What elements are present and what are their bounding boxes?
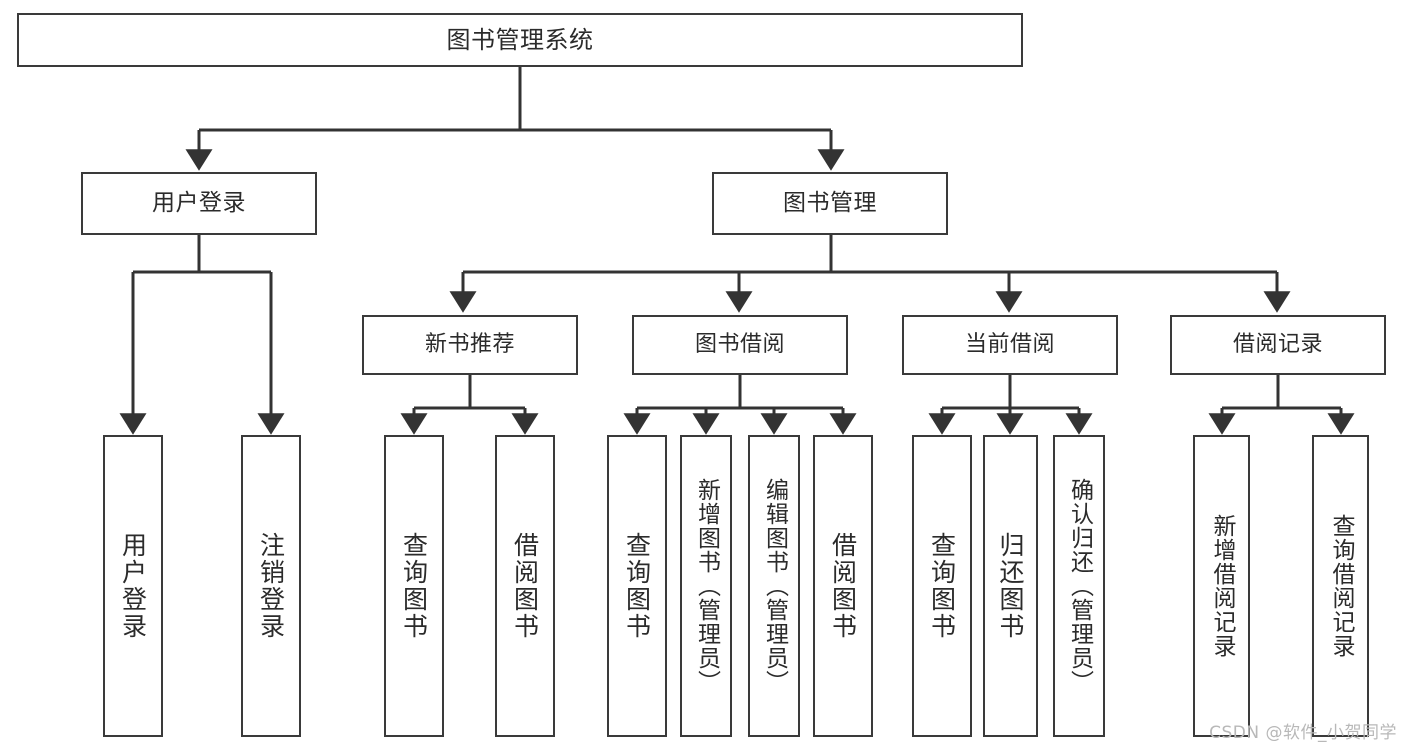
node-label: 查询图书 (399, 532, 429, 640)
node-label: 确认归还（管理员） (1066, 478, 1093, 694)
node-label: 当前借阅 (964, 332, 1055, 358)
leaf-confirm-return-admin[interactable]: 确认归还（管理员） (1053, 435, 1105, 737)
leaf-borrow-book[interactable]: 借阅图书 (813, 435, 873, 737)
leaf-user-login[interactable]: 用户登录 (103, 435, 163, 737)
csdn-watermark: CSDN @软件_小贺同学 (1209, 723, 1397, 743)
node-label: 图书借阅 (694, 332, 785, 358)
node-new-book-recommendation[interactable]: 新书推荐 (362, 315, 578, 375)
node-label: 新增借阅记录 (1209, 514, 1235, 658)
node-label: 图书管理 (783, 189, 877, 216)
leaf-return-book[interactable]: 归还图书 (983, 435, 1038, 737)
node-label: 编辑图书（管理员） (761, 478, 788, 694)
node-user-login[interactable]: 用户登录 (81, 172, 317, 235)
node-book-management[interactable]: 图书管理 (712, 172, 948, 235)
node-label: 用户登录 (152, 189, 246, 216)
node-current-borrowing[interactable]: 当前借阅 (902, 315, 1118, 375)
node-label: 查询图书 (622, 532, 652, 640)
node-label: 借阅图书 (828, 532, 858, 640)
leaf-query-book-current[interactable]: 查询图书 (912, 435, 972, 737)
leaf-edit-book-admin[interactable]: 编辑图书（管理员） (748, 435, 800, 737)
node-borrowing-record[interactable]: 借阅记录 (1170, 315, 1386, 375)
node-label: 借阅图书 (510, 532, 540, 640)
leaf-add-book-admin[interactable]: 新增图书（管理员） (680, 435, 732, 737)
leaf-logout[interactable]: 注销登录 (241, 435, 301, 737)
node-label: 新书推荐 (424, 332, 515, 358)
leaf-add-borrow-record[interactable]: 新增借阅记录 (1193, 435, 1250, 737)
node-label: 借阅记录 (1232, 332, 1323, 358)
leaf-query-book-new-rec[interactable]: 查询图书 (384, 435, 444, 737)
leaf-query-book-borrow[interactable]: 查询图书 (607, 435, 667, 737)
node-label: 归还图书 (996, 532, 1025, 640)
leaf-borrow-book-new-rec[interactable]: 借阅图书 (495, 435, 555, 737)
node-label: 图书管理系统 (446, 25, 594, 54)
node-label: 查询图书 (927, 532, 957, 640)
node-label: 注销登录 (256, 532, 286, 640)
node-label: 查询借阅记录 (1328, 514, 1354, 658)
node-label: 用户登录 (118, 532, 148, 640)
leaf-query-borrow-record[interactable]: 查询借阅记录 (1312, 435, 1369, 737)
node-label: 新增图书（管理员） (693, 478, 720, 694)
node-root-book-management-system[interactable]: 图书管理系统 (17, 13, 1023, 67)
node-book-borrowing[interactable]: 图书借阅 (632, 315, 848, 375)
